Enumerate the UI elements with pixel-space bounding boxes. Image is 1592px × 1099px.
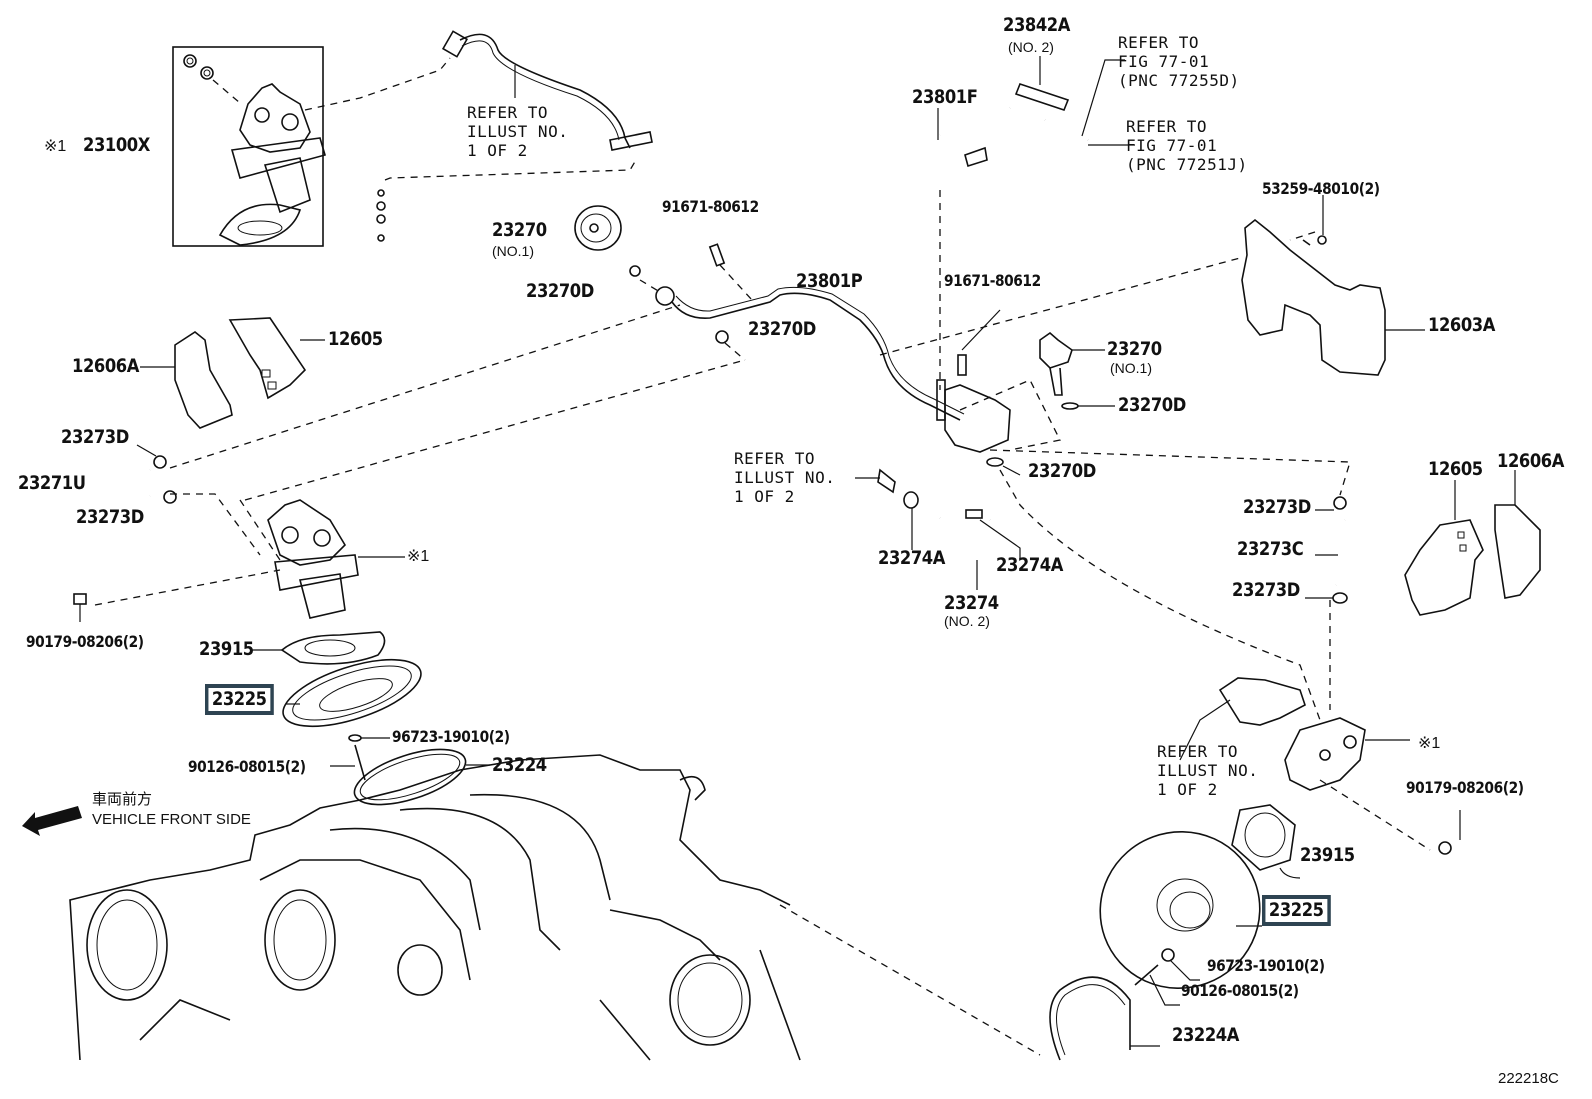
part-label-53259-48010[interactable]: 53259-48010(2) <box>1262 179 1380 198</box>
part-label-23270D-a[interactable]: 23270D <box>526 280 594 302</box>
part-label-23271U[interactable]: 23271U <box>18 472 86 494</box>
vehicle-front-note-jp: 車両前方 <box>92 791 153 808</box>
part-sublabel-23270-left: (NO.1) <box>492 243 534 259</box>
part-label-96723-19010-right[interactable]: 96723-19010(2) <box>1207 956 1325 975</box>
part-label-23270-right[interactable]: 23270 <box>1107 338 1162 360</box>
gasket-23915-right <box>1231 804 1301 879</box>
vacuum-pipe-top <box>441 30 653 151</box>
seals-left <box>330 734 490 806</box>
part-label-12603A[interactable]: 12603A <box>1428 314 1495 336</box>
part-label-90126-08015-right[interactable]: 90126-08015(2) <box>1181 981 1299 1000</box>
part-label-23842A[interactable]: 23842A <box>1003 14 1070 36</box>
bracket-12603A <box>1241 195 1425 376</box>
part-label-23273D-c[interactable]: 23273D <box>1243 496 1311 518</box>
part-label-12605-right[interactable]: 12605 <box>1428 458 1483 480</box>
part-label-23801P[interactable]: 23801P <box>796 270 863 292</box>
hose-23271U <box>115 444 177 504</box>
part-label-23274[interactable]: 23274 <box>944 592 999 614</box>
part-label-23270D-d[interactable]: 23270D <box>1028 460 1096 482</box>
part-label-23273D-d[interactable]: 23273D <box>1232 579 1300 601</box>
part-label-23801F[interactable]: 23801F <box>912 86 978 108</box>
part-label-23100X[interactable]: 23100X <box>83 134 150 156</box>
part-label-23270D-b[interactable]: 23270D <box>748 318 816 340</box>
refer-note-illust-right: REFER TO ILLUST NO. 1 OF 2 <box>1157 742 1259 799</box>
part-label-23274A-a[interactable]: 23274A <box>878 547 945 569</box>
vehicle-front-note-en: VEHICLE FRONT SIDE <box>92 811 251 828</box>
part-sublabel-23274: (NO. 2) <box>944 613 990 629</box>
part-label-12606A-left[interactable]: 12606A <box>72 355 139 377</box>
part-label-23274A-b[interactable]: 23274A <box>996 554 1063 576</box>
refer-note-illust-top: REFER TO ILLUST NO. 1 OF 2 <box>467 103 569 160</box>
covers-right <box>1404 470 1541 616</box>
part-label-23915-left[interactable]: 23915 <box>199 638 254 660</box>
plate-23225-left <box>282 658 422 728</box>
part-label-91671-80612-a[interactable]: 91671-80612 <box>662 197 759 216</box>
refer-note-illust-mid: REFER TO ILLUST NO. 1 OF 2 <box>734 449 836 506</box>
vsv-23270-right <box>957 309 1115 410</box>
plate-23225-right <box>1099 830 1262 990</box>
covers-left <box>140 317 325 429</box>
junction-block <box>936 379 1021 476</box>
part-label-23224[interactable]: 23224 <box>492 754 547 776</box>
egr-valve-left <box>73 499 405 622</box>
hose-23274 <box>855 468 1021 590</box>
part-label-23270D-c[interactable]: 23270D <box>1118 394 1186 416</box>
intake-manifold <box>69 754 801 1061</box>
vsv-23270-left <box>574 205 641 277</box>
part-label-23273D-a[interactable]: 23273D <box>61 426 129 448</box>
hose-23273C <box>1305 496 1349 604</box>
part-label-91671-80612-b[interactable]: 91671-80612 <box>944 271 1041 290</box>
part-label-23224A[interactable]: 23224A <box>1172 1024 1239 1046</box>
part-sublabel-23842A: (NO. 2) <box>1008 39 1054 55</box>
mark-1-symbol-left: ※1 <box>407 548 430 565</box>
refer-note-fig-77255D: REFER TO FIG 77-01 (PNC 77255D) <box>1118 33 1240 90</box>
refer-note-fig-77251J: REFER TO FIG 77-01 (PNC 77251J) <box>1126 117 1248 174</box>
part-label-12606A-right[interactable]: 12606A <box>1497 450 1564 472</box>
seals-right <box>1049 948 1200 1061</box>
part-label-23270-left[interactable]: 23270 <box>492 219 547 241</box>
pipe-23801P <box>639 243 965 421</box>
egr-valve-inset-box <box>172 46 637 247</box>
mark-1-symbol: ※1 <box>44 138 67 155</box>
part-label-96723-19010-left[interactable]: 96723-19010(2) <box>392 727 510 746</box>
mark-1-symbol-right: ※1 <box>1418 735 1441 752</box>
part-label-23273D-b[interactable]: 23273D <box>76 506 144 528</box>
part-label-90126-08015-left[interactable]: 90126-08015(2) <box>188 757 306 776</box>
hose-23801F <box>902 56 1135 189</box>
vehicle-front-arrow-icon <box>22 806 82 836</box>
connector-lines <box>94 190 1431 1056</box>
part-label-90179-08206-left[interactable]: 90179-08206(2) <box>26 632 144 651</box>
part-label-23225-left-highlighted[interactable]: 23225 <box>205 684 274 715</box>
gasket-23915-left <box>250 631 386 665</box>
part-label-23225-right-highlighted[interactable]: 23225 <box>1262 895 1331 926</box>
part-label-90179-08206-right[interactable]: 90179-08206(2) <box>1406 778 1524 797</box>
part-label-23915-right[interactable]: 23915 <box>1300 844 1355 866</box>
part-label-12605-left[interactable]: 12605 <box>328 328 383 350</box>
part-label-23273C[interactable]: 23273C <box>1237 538 1304 560</box>
egr-valve-right <box>1179 677 1461 855</box>
part-sublabel-23270-right: (NO.1) <box>1110 360 1152 376</box>
figure-code: 222218C <box>1498 1070 1559 1087</box>
